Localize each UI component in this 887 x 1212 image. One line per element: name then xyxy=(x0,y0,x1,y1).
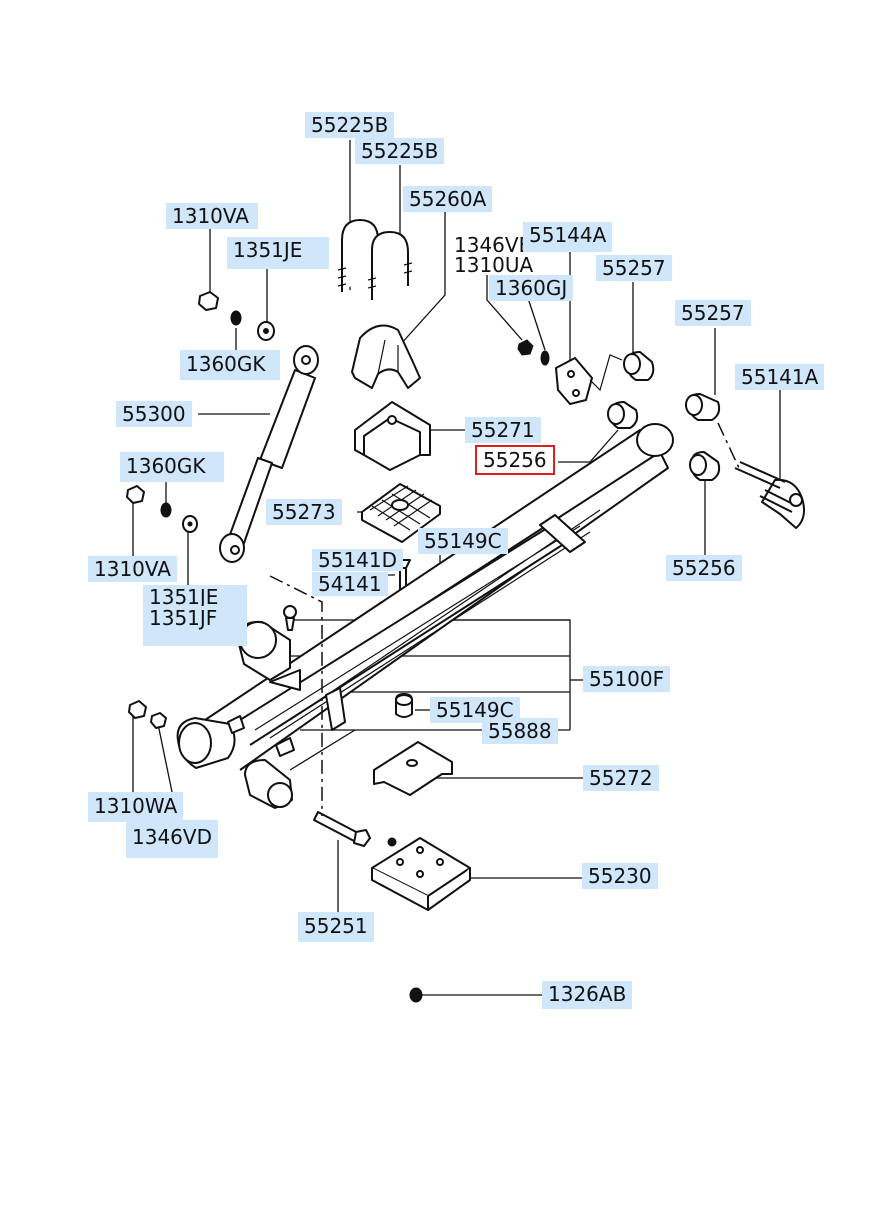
part-label-55257-2[interactable]: 55257 xyxy=(675,300,751,326)
shackle-55144A xyxy=(555,354,623,405)
spacer-55149C xyxy=(395,693,413,718)
part-label-55271[interactable]: 55271 xyxy=(465,417,541,443)
part-label-55272[interactable]: 55272 xyxy=(583,765,659,791)
part-label-1326AB[interactable]: 1326AB xyxy=(542,981,633,1009)
part-label-1360GJ[interactable]: 1360GJ xyxy=(489,275,574,301)
part-label-55225B-2[interactable]: 55225B xyxy=(355,138,445,164)
part-label-1310VA-1[interactable]: 1310VA xyxy=(166,203,258,229)
part-label-55300[interactable]: 55300 xyxy=(116,401,192,427)
centerlines xyxy=(269,422,741,816)
part-label-1310UA[interactable]: 1310UA xyxy=(454,253,534,277)
part-label-55225B-1[interactable]: 55225B xyxy=(305,112,395,138)
part-label-1310VA-2[interactable]: 1310VA xyxy=(88,556,177,582)
plate-55272 xyxy=(373,741,453,796)
part-label-55251[interactable]: 55251 xyxy=(298,912,374,942)
part-label-55256-2[interactable]: 55256 xyxy=(666,555,742,581)
lower-bushing xyxy=(244,759,293,809)
part-label-1351JE-2[interactable]: 1351JE xyxy=(143,585,247,609)
part-label-1346VD[interactable]: 1346VD xyxy=(126,820,218,858)
part-label-1351JF[interactable]: 1351JF xyxy=(143,606,247,646)
bolt-55251 xyxy=(313,811,397,847)
part-label-55257-1[interactable]: 55257 xyxy=(596,255,672,281)
part-label-55888[interactable]: 55888 xyxy=(482,718,558,744)
shock-absorber-55300 xyxy=(219,345,319,563)
u-bolts xyxy=(337,219,413,300)
nuts-left xyxy=(126,485,198,729)
bushing-55256 xyxy=(607,401,721,481)
part-label-1346VB[interactable]: 1346VB xyxy=(454,233,533,257)
bushing-55257 xyxy=(623,351,721,421)
part-label-1360GK-2[interactable]: 1360GK xyxy=(120,452,224,482)
part-label-55230[interactable]: 55230 xyxy=(582,863,658,889)
part-label-55256-selected[interactable]: 55256 xyxy=(475,445,555,475)
nut-1326AB xyxy=(409,987,423,1003)
part-label-1351JE-1[interactable]: 1351JE xyxy=(227,237,329,269)
part-label-55260A[interactable]: 55260A xyxy=(403,186,493,212)
part-label-55273[interactable]: 55273 xyxy=(266,499,342,525)
plate-55230 xyxy=(371,837,471,911)
leader-lines xyxy=(132,140,781,996)
spring-seat-55260A xyxy=(351,324,421,389)
part-label-55149C-2[interactable]: 55149C xyxy=(430,697,520,723)
part-label-55100F[interactable]: 55100F xyxy=(583,666,671,692)
bump-stopper-55888 xyxy=(237,605,301,691)
pad-55273 xyxy=(361,483,441,543)
part-label-1310WA[interactable]: 1310WA xyxy=(88,792,184,822)
part-label-55141A[interactable]: 55141A xyxy=(735,364,825,390)
nut-washer-group xyxy=(198,291,550,366)
part-label-1360GK-1[interactable]: 1360GK xyxy=(180,350,280,380)
part-label-55144A[interactable]: 55144A xyxy=(523,222,613,252)
part-label-55141D[interactable]: 55141D xyxy=(312,549,404,571)
shackle-pin-55141A xyxy=(734,461,805,529)
part-label-54141[interactable]: 54141 xyxy=(312,572,388,596)
part-label-55149C-1[interactable]: 55149C xyxy=(418,528,508,554)
bracket-55271 xyxy=(354,401,431,471)
